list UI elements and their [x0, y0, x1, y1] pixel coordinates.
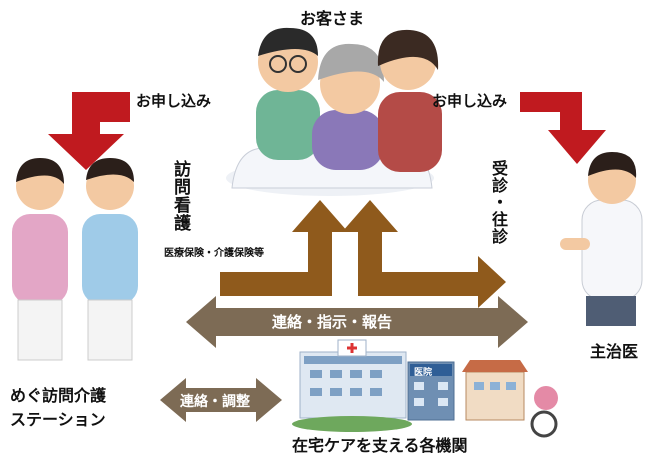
apply-right-label: お申し込み — [432, 92, 508, 110]
hospital-sign-label: 医院 — [414, 368, 433, 378]
nurse-female-illustration — [12, 158, 68, 361]
apply-arrow-right — [520, 92, 606, 164]
doctor-label: 主治医 — [590, 342, 639, 361]
apply-left-label: お申し込み — [136, 92, 212, 110]
institutions-label: 在宅ケアを支える各機関 — [292, 436, 468, 455]
clinic-building-icon — [407, 361, 455, 421]
station-line1-label: めぐ訪問介護 — [10, 386, 107, 405]
visit-nursing-label: 訪問看護 — [170, 160, 190, 232]
family-illustration — [226, 27, 442, 196]
contact-adjust-arrow — [160, 378, 282, 422]
insurance-label: 医療保険・介護保険等 — [164, 248, 264, 259]
consult-visit-arrow — [342, 200, 506, 308]
visit-nursing-arrow — [220, 200, 348, 296]
doctor-illustration — [560, 152, 643, 326]
nurse-male-illustration — [82, 158, 138, 361]
contact-main-label: 連絡・指示・報告 — [272, 313, 393, 331]
contact-main-arrow — [186, 296, 528, 348]
apply-arrow-left — [48, 92, 130, 170]
consult-visit-label: 受診・往診 — [489, 160, 508, 245]
care-facility-building-icon — [462, 360, 558, 438]
customer-label: お客さま — [300, 9, 365, 28]
hospital-building-icon — [292, 339, 412, 432]
station-line2-label: ステーション — [10, 410, 106, 429]
contact-adjust-label: 連絡・調整 — [180, 394, 250, 410]
